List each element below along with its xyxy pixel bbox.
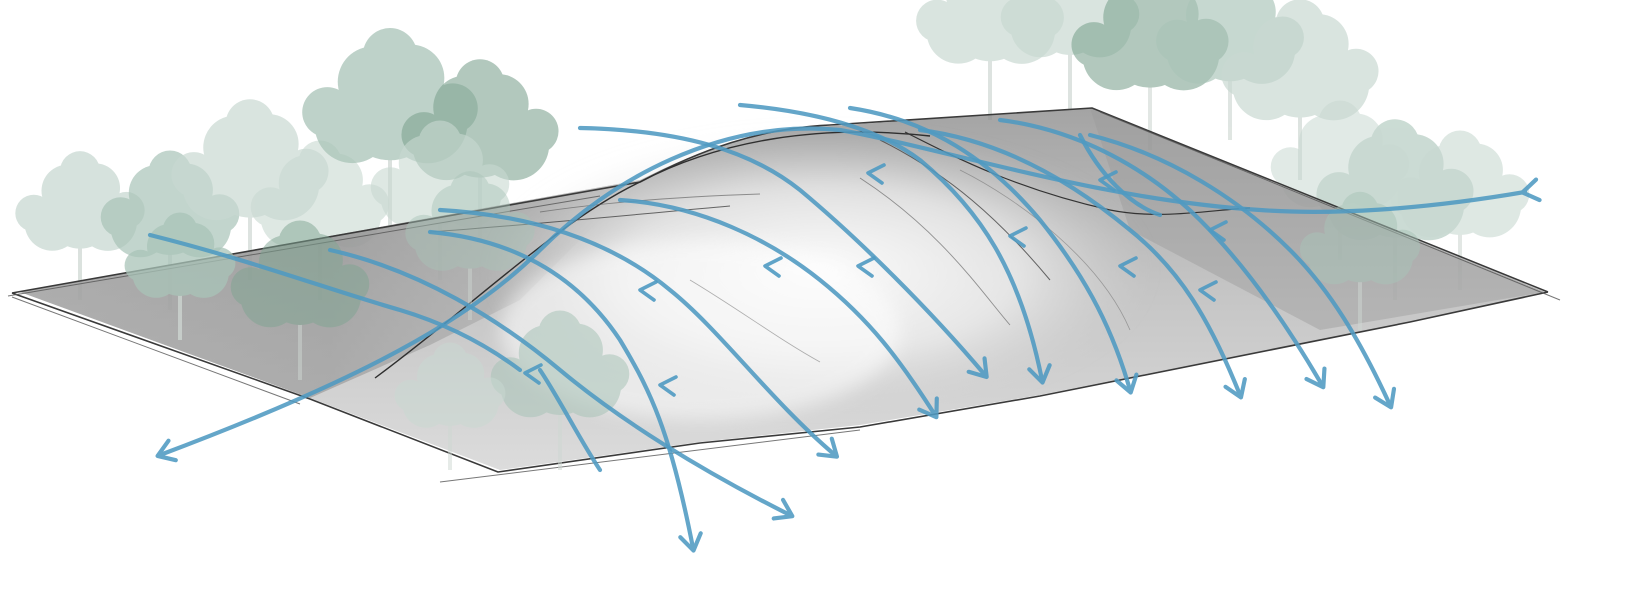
upslope-chevron-5 <box>1008 226 1028 248</box>
flow-arrow-14 <box>1077 132 1163 218</box>
upslope-chevron-4 <box>638 280 658 302</box>
flow-arrow-1 <box>155 126 1542 463</box>
flow-arrow-9 <box>327 247 795 521</box>
flow-arrows <box>147 102 1542 553</box>
flow-arrow-10 <box>147 232 523 373</box>
flow-arrow-5 <box>847 105 1139 395</box>
upslope-chevron-8 <box>1198 280 1218 302</box>
flow-arrow-7 <box>437 207 840 459</box>
flow-arrow-4 <box>737 102 1052 385</box>
flow-arrow-3 <box>537 367 603 473</box>
upslope-chevron-7 <box>1208 220 1228 242</box>
upslope-chevron-9 <box>523 363 543 385</box>
upslope-chevron-11 <box>1098 170 1118 192</box>
flow-arrow-11 <box>917 127 1247 400</box>
flow-arrow-2 <box>427 229 703 553</box>
upslope-chevron-6 <box>1118 256 1138 278</box>
upslope-chevron-1 <box>866 163 886 185</box>
tree-icon <box>401 59 559 240</box>
upslope-chevron-3 <box>856 256 876 278</box>
upslope-chevron-2 <box>763 256 783 278</box>
flow-arrow-12 <box>997 117 1327 390</box>
flow-arrow-13 <box>1087 132 1397 410</box>
upslope-chevron-10 <box>658 375 678 397</box>
flow-arrow-6 <box>577 125 989 380</box>
flow-arrow-8 <box>617 197 939 420</box>
